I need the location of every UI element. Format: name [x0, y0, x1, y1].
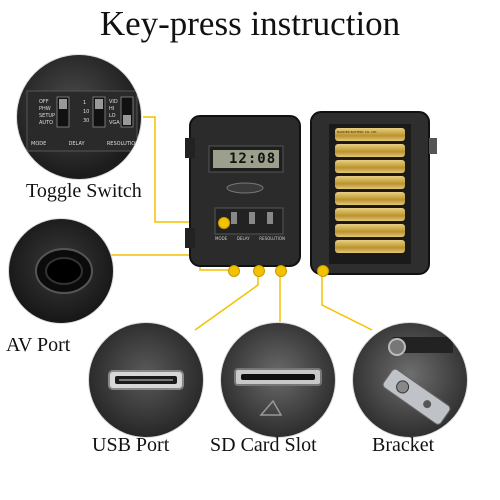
usb-port-closeup: [88, 322, 204, 438]
battery: [335, 224, 405, 237]
usb-port-marker: [253, 265, 265, 277]
sd-card-marker: [275, 265, 287, 277]
battery: [335, 240, 405, 253]
section-labels: MODE DELAY RESOLUTION: [31, 141, 139, 147]
bracket-label: Bracket: [372, 434, 435, 456]
battery: [335, 144, 405, 157]
battery: [335, 208, 405, 221]
delay-options: 1 10 30: [83, 100, 90, 124]
toggle-switch-marker: [218, 217, 230, 229]
resolution-options: VID HI LO VGA: [109, 99, 120, 126]
trail-camera: BADDER BATTERY CO. LTD. 12:08 MODE DELAY…: [185, 108, 441, 280]
toggle-switch-label: Toggle Switch: [26, 180, 142, 202]
av-port-marker: [228, 265, 240, 277]
body-switch-labels: MODE DELAY RESOLUTION: [215, 236, 285, 241]
battery-stack: [335, 128, 405, 256]
battery-brand: BADDER BATTERY CO. LTD.: [337, 130, 378, 134]
av-port-label: AV Port: [6, 334, 71, 356]
bracket-closeup: [352, 322, 468, 438]
usb-port-label: USB Port: [92, 434, 170, 456]
battery: [335, 160, 405, 173]
sd-card-slot-label: SD Card Slot: [210, 434, 317, 456]
battery: [335, 128, 405, 141]
bracket-marker: [317, 265, 329, 277]
battery: [335, 192, 405, 205]
page-title: Key-press instruction: [99, 4, 401, 43]
toggle-switch-closeup: OFF PHW SETUP AUTO 1 10 30 VID HI LO VGA…: [16, 54, 142, 180]
mode-options: OFF PHW SETUP AUTO: [39, 99, 56, 126]
av-port-closeup: [8, 218, 114, 324]
sd-card-slot-closeup: [220, 322, 336, 438]
lcd-display: 12:08: [229, 151, 277, 167]
battery: [335, 176, 405, 189]
